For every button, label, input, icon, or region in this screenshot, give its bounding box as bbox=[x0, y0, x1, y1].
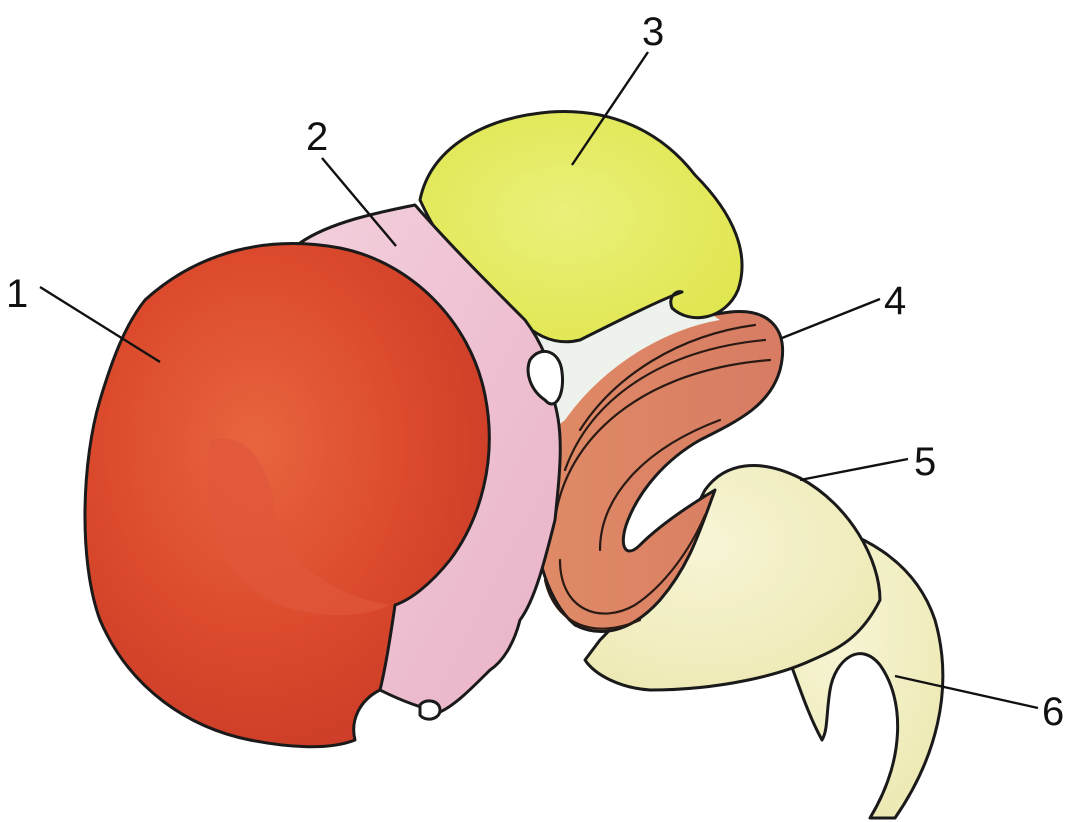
label-4: 4 bbox=[884, 279, 906, 323]
bottom-notch bbox=[420, 701, 440, 719]
leader-line-4 bbox=[782, 299, 880, 338]
label-3: 3 bbox=[642, 10, 664, 54]
label-5: 5 bbox=[914, 440, 936, 484]
label-6: 6 bbox=[1042, 690, 1064, 734]
label-1: 1 bbox=[6, 272, 28, 316]
leader-line-5 bbox=[800, 459, 908, 480]
label-2: 2 bbox=[306, 115, 328, 159]
